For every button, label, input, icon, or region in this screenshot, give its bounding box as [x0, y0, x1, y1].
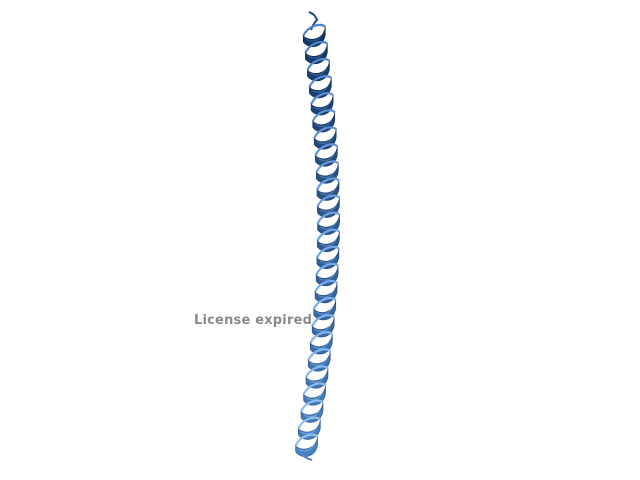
helix-highlight: [319, 187, 337, 196]
helix-highlight: [306, 392, 324, 401]
helix-highlight: [301, 426, 318, 435]
helix-back-strand: [311, 314, 336, 327]
helix-back-strand: [306, 57, 331, 71]
helix-turns: [294, 11, 341, 461]
helix-highlight: [312, 84, 329, 93]
helix-back-strand: [294, 433, 319, 447]
helix-highlight: [305, 33, 323, 42]
helix-back-strand: [316, 177, 340, 191]
helix-highlight: [319, 255, 337, 264]
helix-back-strand: [314, 279, 338, 293]
helix-back-strand: [316, 228, 341, 242]
helix-highlight: [308, 50, 325, 59]
helix-back-strand: [307, 348, 332, 361]
helix-back-strand: [315, 245, 340, 259]
helix-back-strand: [309, 331, 334, 344]
helix-back-strand: [316, 211, 341, 225]
helix-highlight: [320, 238, 337, 247]
helix-highlight: [310, 67, 327, 76]
helix-highlight: [310, 358, 328, 367]
helix-highlight: [316, 306, 334, 315]
helix-back-strand: [313, 126, 338, 139]
helix-highlight: [314, 323, 332, 332]
helix-back-strand: [304, 40, 329, 54]
helix-back-strand: [299, 399, 324, 413]
helix-highlight: [319, 170, 336, 179]
helix-highlight: [320, 204, 337, 213]
helix-c-terminus: [299, 451, 313, 461]
helix-highlight: [308, 375, 326, 384]
helix-back-strand: [312, 297, 337, 310]
helix-highlight: [313, 101, 331, 110]
helix-back-strand: [311, 109, 336, 122]
helix-highlight: [303, 409, 321, 418]
helix-highlight: [315, 119, 333, 128]
helix-highlight: [298, 443, 316, 452]
helix-back-strand: [310, 92, 335, 105]
helix-back-strand: [302, 382, 327, 396]
license-expired-watermark: License expired: [194, 313, 313, 328]
helix-back-strand: [302, 23, 327, 37]
helix-back-strand: [315, 262, 340, 276]
helix-back-strand: [308, 75, 333, 88]
helix-highlight: [318, 272, 336, 281]
helix-back-strand: [315, 160, 340, 174]
helix-back-strand: [297, 416, 322, 430]
helix-back-strand: [314, 143, 339, 157]
helix-highlight: [312, 341, 330, 350]
helix-back-strand: [304, 365, 329, 379]
helix-highlight: [316, 136, 334, 145]
helix-highlight: [320, 221, 338, 230]
helix-highlight: [317, 289, 335, 298]
helix-back-strand: [316, 194, 341, 208]
helix-front-face: [295, 436, 318, 457]
helix-highlight: [318, 153, 335, 162]
